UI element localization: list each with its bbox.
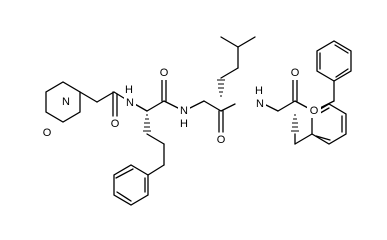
bond-alpha1-co — [146, 100, 165, 112]
hashed-wedge-hph — [143, 114, 151, 132]
bonds — [45, 36, 352, 206]
bond-co1-n — [163, 100, 179, 109]
hashed-wedge-leu — [217, 79, 225, 97]
atom-o-acetyl: O — [111, 118, 120, 130]
atom-h-amide-2: H — [180, 118, 188, 130]
bond-leu-cd2 — [237, 36, 256, 48]
bond-leu-cd1 — [220, 36, 239, 48]
atom-o-ester-carbonyl: O — [291, 67, 300, 79]
atom-o-morpholine: O — [43, 127, 52, 139]
bond-alpha2-cb — [220, 67, 239, 79]
bond-alpha1-cb — [146, 133, 165, 145]
atom-o-ester: O — [310, 105, 319, 117]
atom-n-amide-2: N — [180, 105, 188, 117]
benzene-ring-benzyl — [316, 40, 352, 82]
benzene-ring-hph — [113, 164, 149, 206]
bond-n-alpha3 — [263, 103, 279, 112]
atom-labels: O N O H N O N H O H N O O — [40, 66, 321, 147]
bond-cg-ring — [147, 164, 165, 176]
bond-ester-c-o-single — [294, 100, 309, 109]
atom-o-amide-1: O — [160, 67, 169, 79]
bond-n-alpha2 — [189, 100, 205, 109]
atom-n-morpholine: N — [62, 96, 70, 108]
atom-n-amide-3: N — [256, 98, 264, 110]
hashed-wedge-phe — [291, 114, 299, 132]
atom-o-amide-2: O — [217, 134, 226, 146]
atom-n-amide-1: N — [126, 97, 134, 109]
bond-co2-n — [220, 103, 236, 112]
atom-h-amide-1: H — [125, 84, 133, 96]
bond-alpha2-co — [203, 100, 222, 112]
bond-ch2-co — [96, 91, 115, 103]
atom-h-amide-3: H — [255, 85, 263, 97]
bond-alpha3-co — [277, 100, 296, 112]
bond-phe-cb-ring — [294, 133, 313, 145]
bond-n-ch2 — [79, 91, 98, 103]
